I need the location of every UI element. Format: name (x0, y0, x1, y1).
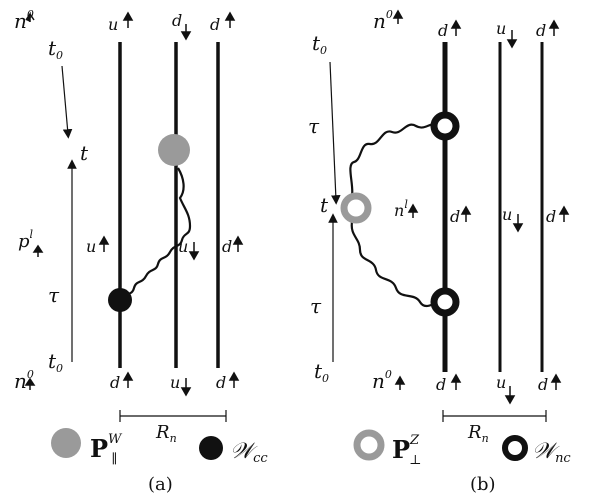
panel-b-legend-gray-label: PZ⊥ (392, 433, 421, 468)
panel-b-top-particle: n0 (373, 8, 393, 33)
panel-b-bottom-labels: d u d (436, 373, 562, 405)
panel-a-top-label-2: d (172, 11, 182, 30)
spin-up-icon (224, 11, 236, 28)
panel-a-legend-black-icon (199, 436, 223, 460)
panel-a-bottom-labels: d u d (110, 371, 240, 397)
spin-up-icon (232, 235, 244, 252)
panel-a-legend-black-label: 𝒲cc (230, 439, 268, 466)
panel-b-mid-label-1: d (450, 207, 460, 226)
spin-down-icon (180, 24, 192, 41)
panel-b-tau-bottom: τ (310, 294, 322, 318)
panel-b-bottom-label-3: d (538, 375, 548, 394)
spin-up-icon (558, 205, 570, 222)
panel-b-wnc-vertex-lower (430, 287, 460, 317)
spin-down-icon (504, 386, 516, 405)
panel-b-t0-top: t0 (312, 31, 327, 57)
panel-a-mid-label-2: u (178, 237, 188, 256)
panel-b-t0-bottom: t0 (314, 359, 329, 385)
panel-a-top-label-3: d (210, 15, 220, 34)
panel-b-top-labels: d u d (438, 19, 560, 49)
panel-a-caption: (a) (148, 474, 173, 495)
panel-a-top-label-1: u (108, 15, 118, 34)
panel-a-top-particle: n0 (14, 8, 34, 33)
panel-b-tau-top: τ (308, 114, 320, 138)
panel-a-top-labels: u d d (108, 11, 236, 41)
panel-a: n0 t0 t pl τ t0 n0 u d d u u (14, 8, 268, 495)
spin-up-icon (407, 203, 419, 218)
panel-a-t0-top: t0 (48, 36, 63, 62)
panel-b-top-label-1: d (438, 21, 448, 40)
panel-a-time-arrow-down (61, 65, 73, 139)
panel-a-bottom-label-1: d (110, 373, 120, 392)
panel-b-legend-black-icon (502, 435, 528, 461)
panel-b-time-arrow-down (329, 61, 341, 205)
panel-b-top-label-3: d (536, 21, 546, 40)
spin-up-icon (460, 205, 472, 222)
spin-up-icon (228, 371, 240, 388)
spin-up-icon (450, 373, 462, 390)
spin-up-icon (450, 19, 462, 36)
panel-a-bottom-label-2: u (170, 373, 180, 392)
panel-a-bottom-particle: n0 (14, 368, 34, 393)
panel-b-inner-label: nl (394, 198, 408, 220)
panel-a-tau: τ (48, 283, 60, 307)
panel-b-bottom-particle: n0 (372, 368, 392, 393)
panel-a-bottom-spin-up-icon (24, 377, 36, 390)
panel-b-z-boson-upper (349, 122, 446, 197)
spin-up-icon (98, 235, 110, 252)
panel-b-pz-vertex (340, 192, 372, 224)
panel-b-rn-label: Rn (467, 422, 489, 445)
panel-b-bottom-spin-up-icon (394, 375, 406, 390)
panel-a-legend-gray-icon (51, 428, 81, 458)
panel-b-caption: (b) (470, 474, 496, 495)
panel-a-mid-label-1: u (86, 237, 96, 256)
panel-b: n0 t0 τ t τ t0 n0 d u d nl d u (308, 8, 571, 495)
panel-b-legend-black-label: 𝒲nc (532, 439, 571, 466)
panel-a-rn-label: Rn (155, 422, 177, 445)
panel-a-mid-labels: u u d (86, 235, 244, 261)
panel-b-z-boson-lower (350, 221, 446, 308)
panel-a-top-spin-up-icon (25, 11, 35, 22)
panel-a-w-boson (119, 167, 192, 301)
panel-a-t: t (80, 141, 89, 165)
panel-a-wcc-vertex (108, 288, 132, 312)
panel-a-p-spin-icon (32, 244, 44, 257)
spin-down-icon (512, 214, 524, 233)
panel-a-mid-label-3: d (222, 237, 232, 256)
panel-b-bottom-label-1: d (436, 375, 446, 394)
panel-a-p-label: pl (18, 228, 34, 252)
panel-b-mid-label-2: u (502, 205, 512, 224)
panel-b-wnc-vertex-upper (430, 111, 460, 141)
panel-a-legend-gray-label: PW∥ (90, 432, 123, 467)
spin-down-icon (180, 378, 192, 397)
spin-up-icon (548, 19, 560, 36)
panel-b-mid-labels: nl d u d (394, 198, 570, 233)
spin-up-icon (122, 11, 134, 28)
panel-b-legend-gray-icon (353, 429, 385, 461)
panel-b-bottom-label-2: u (496, 373, 506, 392)
spin-up-icon (550, 373, 562, 390)
panel-a-t0-bottom: t0 (48, 349, 63, 375)
panel-b-top-label-2: u (496, 19, 506, 38)
panel-b-t: t (320, 193, 329, 217)
panel-b-top-spin-up-icon (392, 9, 404, 24)
panel-b-mid-label-3: d (546, 207, 556, 226)
panel-a-bottom-label-3: d (216, 373, 226, 392)
spin-down-icon (188, 242, 200, 261)
panel-a-pw-vertex (158, 134, 190, 166)
spin-up-icon (122, 371, 134, 388)
spin-down-icon (506, 30, 518, 49)
